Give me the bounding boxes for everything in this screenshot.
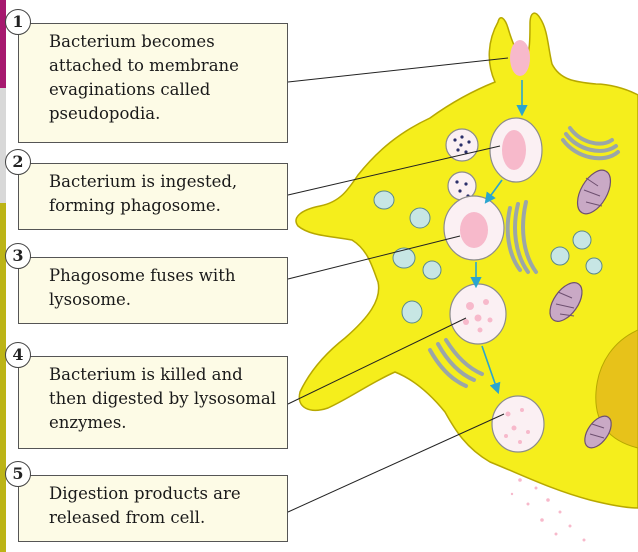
step-5-box: Digestion products are released from cel… <box>18 475 288 542</box>
step-3-text: Phagosome fuses with lysosome. <box>49 266 235 309</box>
step-5-text: Digestion products are released from cel… <box>49 484 241 527</box>
step-1-text: Bacterium becomes attached to membrane e… <box>49 32 239 123</box>
step-3-number: 3 <box>5 243 31 269</box>
bacterium-attached <box>510 40 530 76</box>
step-1-number: 1 <box>5 9 31 35</box>
step-3-box: Phagosome fuses with lysosome. <box>18 257 288 324</box>
bacterium-ingested <box>502 130 526 170</box>
bacterium-in-phagolysosome <box>460 212 488 248</box>
step-2-box: Bacterium is ingested, forming phagosome… <box>18 163 288 230</box>
step-2-number: 2 <box>5 149 31 175</box>
step-1-box: Bacterium becomes attached to membrane e… <box>18 23 288 143</box>
step-4-box: Bacterium is killed and then digested by… <box>18 356 288 449</box>
step-4-text: Bacterium is killed and then digested by… <box>49 365 276 432</box>
step-2-text: Bacterium is ingested, forming phagosome… <box>49 172 237 215</box>
exocytosis-vesicle <box>492 396 544 452</box>
step-5-number: 5 <box>5 461 31 487</box>
step-4-number: 4 <box>5 342 31 368</box>
digestion-vesicle <box>450 284 506 344</box>
